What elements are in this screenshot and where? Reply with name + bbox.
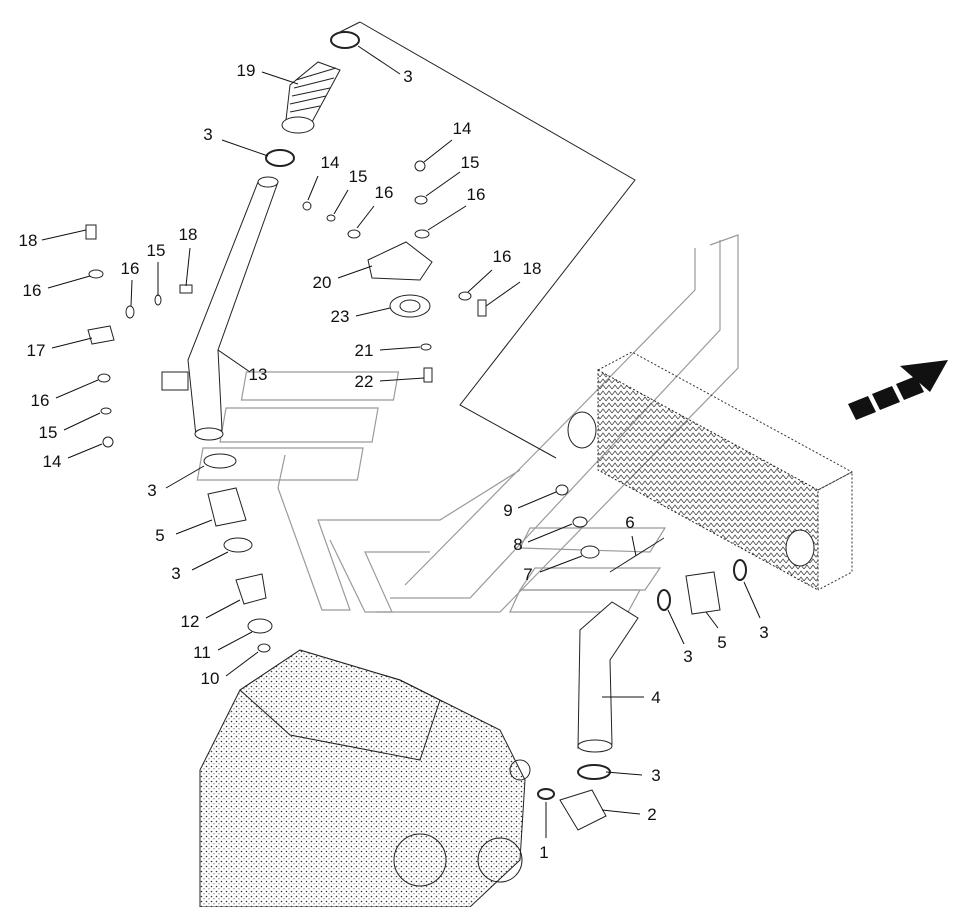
callout-label-c-18c: 18 (523, 259, 542, 278)
engine-block (199, 649, 531, 908)
background-watermark (196, 234, 739, 613)
callout-label-c-3g: 3 (651, 766, 660, 785)
leader-line-c-12 (205, 599, 241, 619)
callout-label-c-1: 1 (539, 843, 548, 862)
leader-line-c-3c (165, 465, 205, 489)
leader-line-c-14b (423, 139, 453, 163)
callout-label-c-3f: 3 (683, 647, 692, 666)
leader-line-c-10 (225, 651, 259, 677)
callout-label-c-16b: 16 (467, 185, 486, 204)
callout-label-c-14b: 14 (453, 119, 472, 138)
callout-label-c-15b: 15 (461, 153, 480, 172)
leader-line-c-2 (601, 809, 641, 815)
callout-label-c-6: 6 (625, 513, 634, 532)
callout-label-c-18a: 18 (19, 231, 38, 250)
hardware-middle (302, 160, 487, 383)
callout-label-c-16d: 16 (121, 259, 140, 278)
leader-line-c-15b (425, 171, 461, 197)
callout-label-c-16c: 16 (23, 281, 42, 300)
leader-line-c-17 (51, 337, 93, 349)
leader-line-c-20 (337, 265, 373, 279)
callout-label-c-12: 12 (181, 612, 200, 631)
callout-label-c-15c: 15 (147, 241, 166, 260)
leader-line-c-6 (631, 535, 637, 557)
pipe-13 (161, 176, 279, 441)
leader-line-c-7 (539, 555, 583, 573)
leader-line-c-8 (527, 523, 573, 543)
callout-label-c-3e: 3 (759, 623, 768, 642)
callout-label-c-13: 13 (249, 365, 268, 384)
leader-line-c-3a (357, 45, 401, 75)
leader-line-c-18a (41, 229, 87, 241)
leader-line-c-15d (63, 412, 101, 431)
callout-label-c-5a: 5 (155, 526, 164, 545)
callout-label-c-21: 21 (355, 341, 374, 360)
leader-line-c-9 (517, 491, 557, 509)
clamp-top (265, 31, 360, 167)
leader-line-c-16e (467, 269, 493, 293)
callout-label-c-3d: 3 (171, 564, 180, 583)
leader-line-c-3d (191, 551, 229, 571)
callout-label-c-11: 11 (193, 643, 211, 662)
leader-line-c-3e (743, 581, 761, 619)
leader-line-c-3f (667, 609, 685, 645)
leader-line-c-16b (427, 205, 467, 231)
callout-label-c-9: 9 (503, 501, 512, 520)
callout-label-c-14a: 14 (321, 153, 340, 172)
callout-label-c-16f: 16 (31, 391, 50, 410)
leader-line-c-13 (217, 349, 251, 373)
direction-arrow-icon (848, 360, 948, 420)
callout-label-c-15d: 15 (39, 423, 58, 442)
callout-label-c-14c: 14 (43, 452, 62, 471)
callout-label-c-4: 4 (651, 688, 660, 707)
leader-line-c-21 (379, 346, 421, 351)
callout-label-c-3c: 3 (147, 481, 156, 500)
callout-label-c-20: 20 (313, 273, 332, 292)
callout-label-c-22: 22 (355, 372, 374, 391)
group-outline (339, 21, 636, 459)
leader-line-c-5a (175, 519, 213, 535)
callout-label-c-2: 2 (647, 805, 656, 824)
callout-label-c-17: 17 (27, 341, 46, 360)
callout-label-c-3a: 3 (403, 67, 412, 86)
leader-line-c-14a (307, 175, 319, 201)
leader-line-c-16d (130, 279, 133, 307)
right-pipe-assembly (537, 484, 747, 831)
leader-line-c-16c (47, 275, 91, 289)
leader-line-c-18b (185, 247, 191, 287)
charge-air-cooler (567, 351, 854, 591)
leader-line-c-19 (261, 71, 299, 85)
leader-line-c-16a (356, 205, 375, 229)
lower-left-parts (203, 453, 273, 653)
leader-line-c-22 (379, 377, 425, 382)
leader-line-c-15a (333, 189, 349, 215)
leader-line-c-5b (705, 611, 719, 629)
leader-line-c-11 (217, 631, 253, 651)
callout-label-c-16a: 16 (375, 183, 394, 202)
hardware-left (85, 224, 193, 448)
leader-line-c-3g (605, 771, 643, 776)
leader-line-c-23 (355, 307, 391, 317)
callout-label-c-16e: 16 (493, 247, 512, 266)
hose-19 (281, 61, 341, 134)
callout-label-c-15a: 15 (349, 167, 368, 186)
leader-line-c-3b (221, 139, 269, 157)
callout-label-c-7: 7 (523, 565, 532, 584)
callout-label-c-18b: 18 (179, 225, 198, 244)
callout-label-c-23: 23 (331, 307, 350, 326)
callout-label-c-10: 10 (201, 669, 220, 688)
callout-label-c-3b: 3 (203, 125, 212, 144)
leader-line-c-14c (67, 443, 103, 459)
leader-line-c-16f (55, 379, 99, 399)
callout-label-c-19: 19 (237, 61, 256, 80)
leader-line-c-18c (485, 281, 521, 307)
callout-label-c-5b: 5 (717, 633, 726, 652)
callout-label-c-8: 8 (513, 535, 522, 554)
